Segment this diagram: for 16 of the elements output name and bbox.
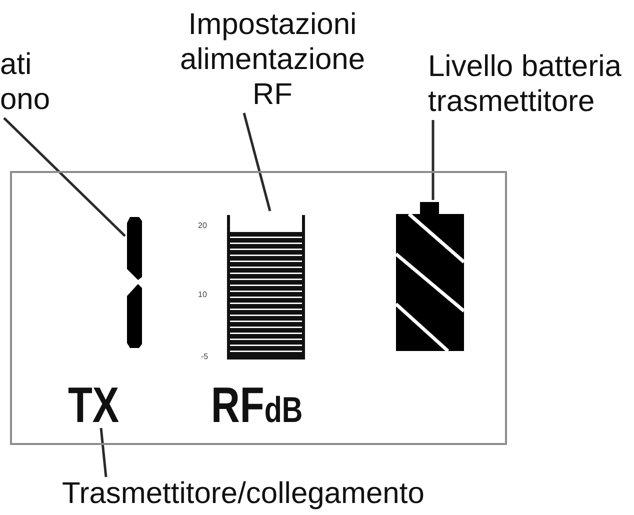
callout-label: Trasmettitore/collegamento [62,476,424,511]
callout-label: ati ono [0,47,56,117]
bar-graph-drawing [226,213,306,360]
scale-label: 20 [198,221,207,231]
battery-icon [396,202,464,351]
leader-line [242,112,272,212]
callout-label: Impostazioni alimentazione RF [170,7,375,112]
segment-digit-drawing [126,216,143,350]
display-frame [10,171,507,445]
leader-line [3,117,126,237]
display-label: TX [68,380,120,430]
leader-line [100,428,108,478]
scale-label: -5 [201,352,208,362]
scale-label: 10 [198,290,207,300]
callout-label: Livello batteria trasmettitore [428,49,634,119]
leader-line [432,120,434,200]
